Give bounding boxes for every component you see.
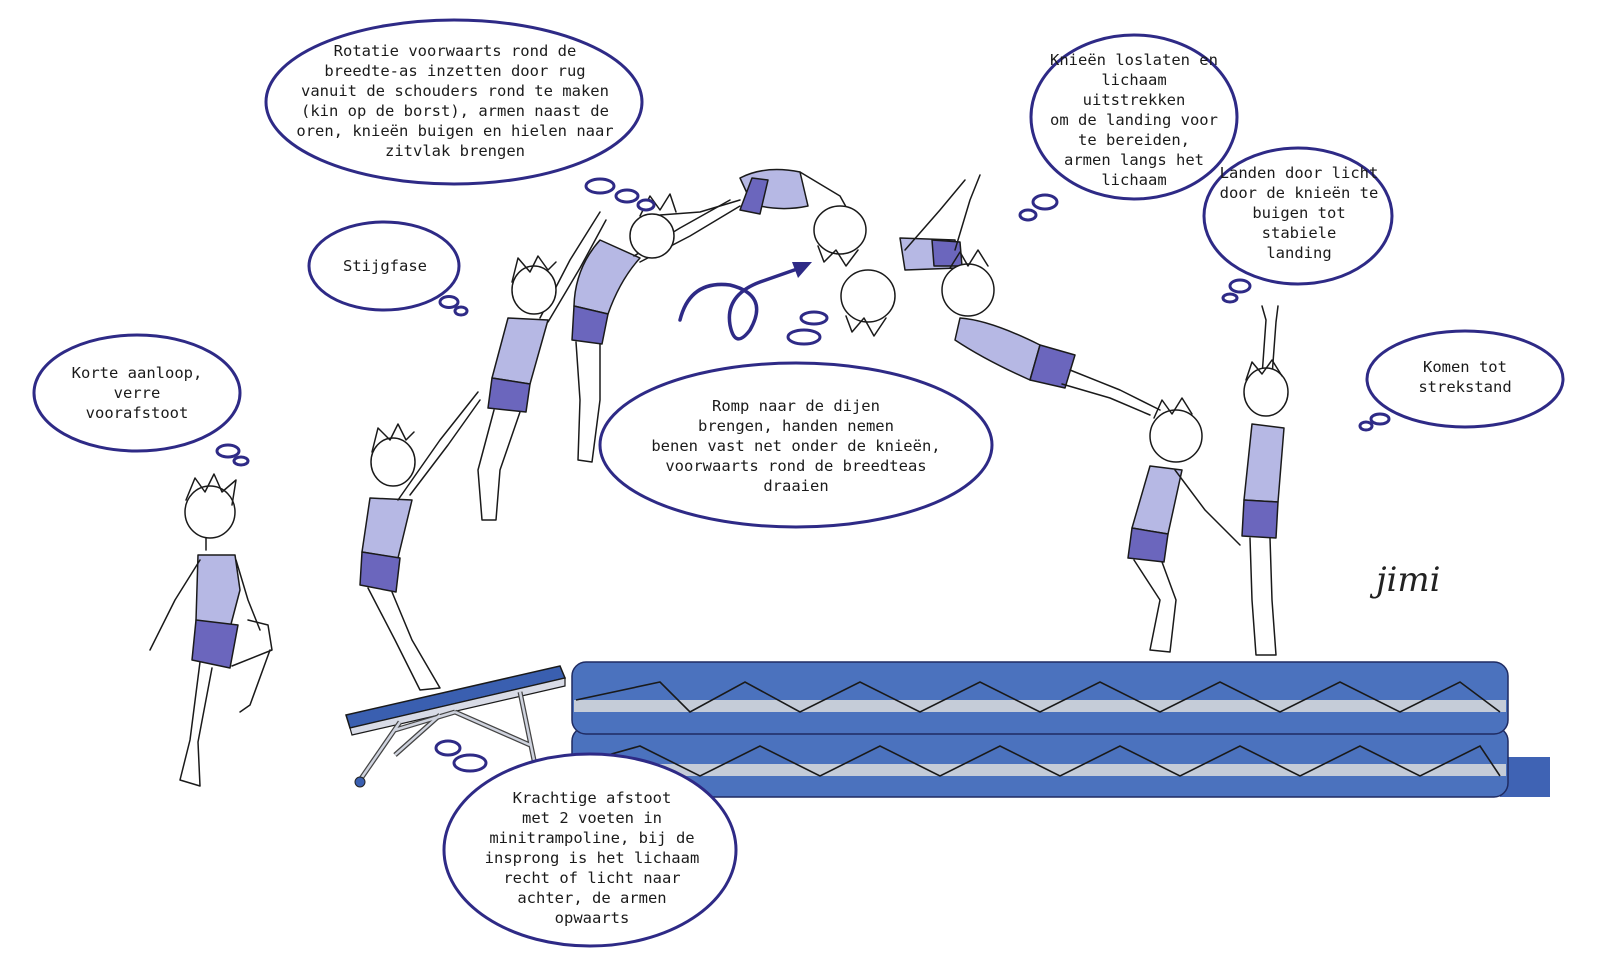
trampoline-frame	[349, 677, 566, 736]
rotation-arrow	[678, 262, 812, 341]
landing-mats	[571, 661, 1550, 798]
bubble-landen	[1202, 146, 1394, 286]
speech-bubbles	[32, 18, 1565, 948]
mat-bottom-zigzag	[575, 744, 1501, 777]
mat-top-stripe	[574, 700, 1506, 712]
figure-afstoot	[359, 391, 481, 691]
mat-bottom-stripe	[574, 764, 1506, 776]
bubble-romp	[598, 361, 994, 529]
figure-aanloop	[149, 473, 273, 787]
text-korte-aanloop: Korte aanloop, verre voorafstoot	[71, 364, 203, 422]
text-landen: Landen door licht door de knieën te buig…	[1219, 164, 1379, 262]
figure-stijgfase	[477, 211, 607, 521]
figure-rotatie	[840, 174, 981, 337]
bubble-komen-tot	[1365, 329, 1565, 429]
arrow-head-icon	[792, 262, 812, 278]
mat-top-zigzag	[575, 681, 1501, 713]
text-knieen-loslaten: Knieën loslaten en lichaam uitstrekken o…	[1050, 51, 1218, 189]
artist-signature: jimi	[1376, 560, 1441, 600]
bubble-krachtige	[442, 752, 738, 948]
bubble-rotatie	[264, 18, 644, 186]
figure-landen	[1127, 397, 1241, 653]
text-komen-tot: Komen tot strekstand	[1418, 358, 1512, 396]
text-romp: Romp naar de dijen brengen, handen nemen…	[651, 397, 941, 495]
mini-trampoline	[345, 665, 567, 788]
figure-inzetten	[571, 193, 741, 463]
figure-uitstrekken	[941, 249, 1161, 416]
mat-top	[571, 661, 1509, 735]
bubble-stijgfase	[307, 220, 461, 312]
figure-strekstand	[1241, 305, 1289, 656]
figure-hurk	[659, 168, 867, 267]
text-stijgfase: Stijgfase	[343, 257, 427, 275]
mat-bottom	[571, 726, 1509, 798]
trampoline-bed	[345, 665, 567, 729]
text-rotatie: Rotatie voorwaarts rond de breedte-as in…	[296, 42, 614, 160]
bubble-knieen-loslaten	[1029, 33, 1239, 201]
bubble-korte-aanloop	[32, 333, 242, 453]
text-krachtige: Krachtige afstoot met 2 voeten in minitr…	[484, 789, 700, 927]
